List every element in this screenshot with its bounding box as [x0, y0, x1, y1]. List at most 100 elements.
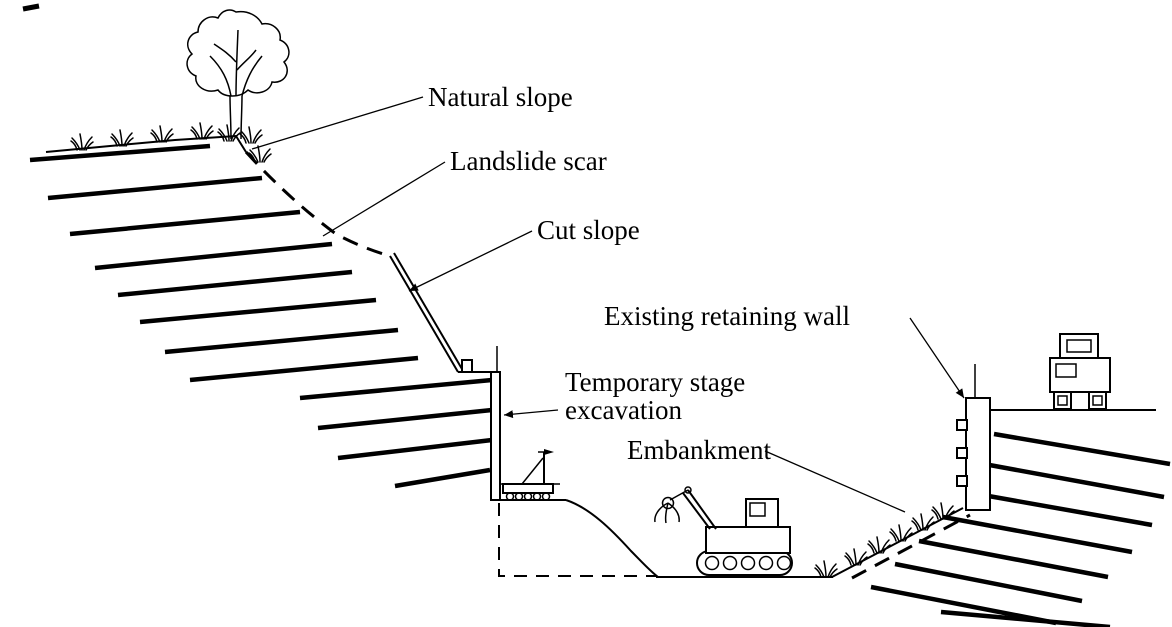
- cut-slope-face: [389, 252, 491, 373]
- leader-natural-slope: [251, 96, 424, 150]
- tree-canopy: [186, 9, 290, 97]
- tree-branch: [236, 49, 257, 71]
- soil-nail: [337, 437, 493, 461]
- truck-top-box-panel: [1066, 339, 1092, 353]
- soil-nail: [870, 584, 1057, 626]
- soil-nails-behind-wall: [299, 377, 493, 489]
- label-temporary-stage-excavation-line1: Temporary stage: [565, 367, 745, 397]
- soil-nail: [47, 175, 263, 201]
- track-roller: [740, 555, 756, 571]
- truck-wheel: [1053, 391, 1072, 410]
- leader-landslide-scar: [322, 161, 446, 237]
- excavator-body: [705, 526, 791, 554]
- grapple-hub: [661, 496, 675, 510]
- drill-rig: [500, 449, 560, 501]
- rig-flag: [544, 449, 554, 455]
- grapple-tine: [654, 502, 669, 523]
- tree: [186, 9, 290, 140]
- natural-slope-ground: [45, 122, 272, 163]
- grass-tuft: [190, 122, 214, 140]
- label-natural-slope: Natural slope: [428, 82, 573, 112]
- truck-body: [1049, 357, 1111, 393]
- soil-nail: [317, 407, 493, 431]
- soil-nail: [918, 538, 1109, 580]
- label-temporary-stage-excavation-line2: excavation: [565, 395, 682, 425]
- excavator-boom: [682, 492, 711, 530]
- soil-nail: [29, 143, 211, 163]
- soil-nail: [894, 561, 1083, 604]
- grass-tuft: [844, 548, 868, 566]
- tree-trunk: [240, 95, 243, 140]
- rig-roller: [514, 492, 524, 501]
- truck-wheel-hub: [1057, 395, 1068, 406]
- truck-wheel-hub: [1092, 395, 1103, 406]
- tree-branch: [235, 29, 239, 97]
- grass-tuft: [239, 126, 263, 144]
- drill-truck: [1049, 333, 1111, 410]
- soil-nail: [394, 467, 491, 489]
- soil-nail: [189, 355, 419, 383]
- cab-window: [749, 502, 766, 517]
- temporary-excavation-wall: [490, 346, 501, 501]
- leader-embankment: [764, 450, 906, 513]
- anchor-head: [956, 447, 968, 459]
- tree-branch: [241, 55, 263, 97]
- corner-mark: [22, 3, 40, 12]
- excavator: [654, 486, 793, 576]
- soil-nail: [993, 431, 1171, 467]
- step-notch: [461, 359, 473, 373]
- soil-nails-upper-slope: [29, 143, 419, 383]
- truck-window: [1055, 363, 1077, 378]
- soil-nails-right-slope: [870, 431, 1171, 627]
- excavation-outline-dashed: [498, 503, 656, 577]
- track-roller: [704, 555, 720, 571]
- label-landslide-scar: Landslide scar: [450, 146, 607, 176]
- track-roller: [722, 555, 738, 571]
- leader-existing-retaining-wall: [909, 317, 965, 399]
- rig-roller: [523, 492, 533, 501]
- grass-tuft: [889, 524, 913, 542]
- rig-roller: [505, 492, 515, 501]
- soil-nail: [117, 269, 353, 298]
- truck-top-box: [1059, 333, 1099, 359]
- soil-nail: [983, 461, 1165, 500]
- rig-roller: [541, 492, 551, 501]
- soil-nail: [139, 297, 377, 325]
- grapple-tine: [667, 502, 680, 523]
- ground-profile: [500, 409, 1156, 578]
- grass-tuft: [814, 560, 838, 578]
- excavator-stick: [669, 489, 689, 501]
- leader-temporary-stage-excavation: [503, 409, 559, 419]
- anchor-head: [956, 419, 968, 431]
- soil-nail: [69, 209, 301, 237]
- truck-wheel: [1088, 391, 1107, 410]
- soil-nail: [965, 489, 1153, 528]
- grass-tuft: [911, 513, 935, 531]
- landslide-scar-line: [244, 150, 391, 258]
- soil-nail: [299, 377, 493, 401]
- soil-nail: [942, 514, 1133, 555]
- label-cut-slope: Cut slope: [537, 215, 640, 245]
- track-roller: [758, 555, 774, 571]
- tree-trunk: [229, 95, 232, 140]
- label-embankment: Embankment: [627, 435, 771, 465]
- rig-brace: [521, 457, 544, 485]
- grapple-tine: [664, 502, 669, 524]
- bench-to-pit-slope: [565, 499, 659, 578]
- excavator-boom: [687, 489, 717, 530]
- rig-platform: [502, 483, 554, 494]
- anchor-head: [956, 475, 968, 487]
- tree-branch: [213, 43, 237, 63]
- soil-nail: [94, 241, 333, 271]
- grass-tuft: [867, 536, 891, 554]
- cut-face-outer: [389, 255, 459, 373]
- soil-nail: [164, 327, 399, 355]
- track-roller: [776, 555, 792, 571]
- cut-face-inner: [393, 252, 463, 370]
- boom-pulley: [684, 486, 692, 494]
- labels: Natural slope Landslide scar Cut slope E…: [251, 82, 965, 513]
- embankment-dashed-line: [851, 513, 971, 580]
- leader-cut-slope: [408, 230, 533, 292]
